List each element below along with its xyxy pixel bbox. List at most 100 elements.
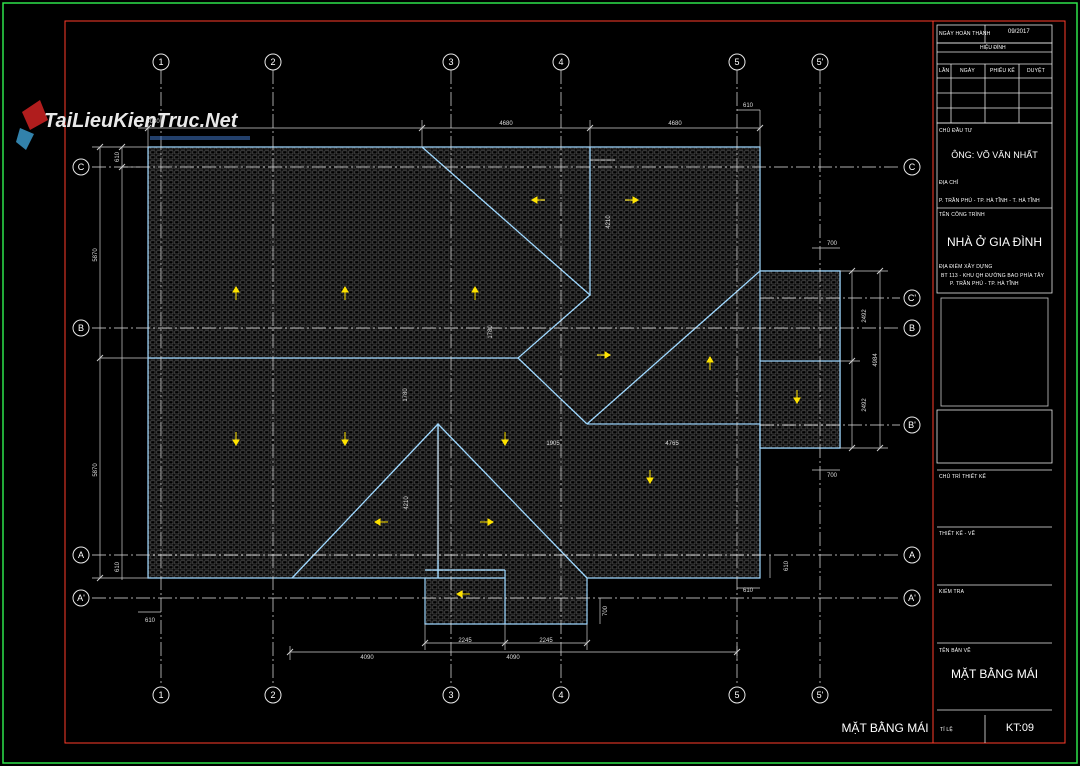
- dim-right-4984: 4984: [873, 353, 879, 367]
- dim-top-610: 610: [743, 103, 754, 109]
- dim-left-5870a: 5870: [93, 248, 99, 262]
- dim-in-4765: 4765: [665, 441, 679, 447]
- grid-label-row-A: A: [78, 550, 84, 560]
- site-label: ĐỊA ĐIỂM XÂY DỰNG: [939, 264, 993, 270]
- revision-col-lan: LẦN: [939, 68, 950, 74]
- sheet-name: MẶT BẰNG MÁI: [950, 667, 1039, 681]
- grid-label-col-5-bottom: 5: [734, 690, 739, 700]
- grid-label-col-3-bottom: 3: [448, 690, 453, 700]
- sheet-name-label: TÊN BẢN VẼ: [939, 648, 971, 654]
- slope-arrows: [232, 196, 801, 598]
- slope-arrow: [646, 470, 654, 484]
- grid-label-row-Cp-right: C': [908, 293, 916, 303]
- address-text: P. TRẦN PHÚ - TP. HÀ TĨNH - T. HÀ TĨNH: [939, 198, 1040, 204]
- slope-arrow: [471, 286, 479, 300]
- owner-name: ÔNG: VÕ VĂN NHẤT: [951, 150, 1038, 160]
- slope-arrow: [501, 432, 509, 446]
- grid-labels: 1 2 3 4 5 5' 1 2 3 4 5 5' C B A A' C C' …: [77, 57, 916, 700]
- revision-col-phieu: PHIẾU KẾ: [990, 68, 1015, 74]
- title-block: [936, 24, 1053, 743]
- completion-date: 09/2017: [1008, 29, 1030, 35]
- slope-arrow: [456, 590, 470, 598]
- project-label: TÊN CÔNG TRÌNH: [939, 212, 985, 218]
- grid-label-col-4-bottom: 4: [558, 690, 563, 700]
- grid-label-col-2-bottom: 2: [270, 690, 275, 700]
- dim-right-2492b: 2492: [862, 398, 868, 412]
- grid-label-col-2: 2: [270, 57, 275, 67]
- slope-arrow: [597, 351, 611, 359]
- grid-label-col-5p: 5': [817, 57, 824, 67]
- grid-bubbles: [72, 53, 921, 704]
- chief-designer-label: CHỦ TRÌ THIẾT KẾ: [939, 474, 987, 480]
- dim-right-2492a: 2492: [862, 309, 868, 323]
- dimension-texts: 4080 4680 4680 610 610 5870 5870 610 700…: [93, 103, 879, 661]
- slope-arrow: [531, 196, 545, 204]
- dim-in-4210b: 4210: [404, 496, 410, 510]
- dim-top-4680b: 4680: [668, 121, 682, 127]
- dim-bot-610: 610: [145, 618, 156, 624]
- sheet-number: KT:09: [1005, 722, 1035, 734]
- dim-top-4080: 4080: [146, 119, 160, 125]
- dim-left-610b: 610: [115, 561, 121, 572]
- slope-arrow: [341, 432, 349, 446]
- grid-label-row-Ap: A': [77, 593, 85, 603]
- owner-label: CHỦ ĐẦU TƯ: [939, 128, 973, 134]
- roof-right-wing: [759, 270, 841, 449]
- dim-in-1780a: 1780: [488, 325, 494, 339]
- dimension-ticks: [96, 124, 884, 656]
- watermark-logo: TaiLieuKienTruc.Net: [16, 100, 250, 150]
- dim-right-610: 610: [784, 560, 790, 571]
- grid-label-col-4: 4: [558, 57, 563, 67]
- project-name: NHÀ Ở GIA ĐÌNH: [947, 235, 1042, 249]
- watermark-text: TaiLieuKienTruc.Net: [44, 110, 239, 132]
- roof-plan: [147, 146, 841, 625]
- dim-right-700a: 700: [827, 241, 838, 247]
- grid-label-col-1-bottom: 1: [158, 690, 163, 700]
- slope-arrow: [793, 390, 801, 404]
- dim-right-610b: 610: [743, 588, 754, 594]
- checker-label: KIỂM TRA: [939, 589, 965, 595]
- dim-top-4680a: 4680: [499, 121, 513, 127]
- slope-arrow: [232, 432, 240, 446]
- dim-in-4210a: 4210: [606, 215, 612, 229]
- grid-label-row-C: C: [78, 162, 85, 172]
- dim-in-1780b: 1780: [403, 388, 409, 402]
- site-line2: P. TRẦN PHÚ - TP. HÀ TĨNH: [950, 281, 1019, 287]
- grid-label-col-3: 3: [448, 57, 453, 67]
- drawing-title: MẶT BẰNG MÁI: [841, 720, 928, 735]
- grid-label-col-5: 5: [734, 57, 739, 67]
- grid-label-row-Bp-right: B': [908, 420, 916, 430]
- revision-header: HIỆU ĐÍNH: [980, 45, 1006, 51]
- grid-label-row-C-right: C: [909, 162, 916, 172]
- grid-label-row-Ap-right: A': [908, 593, 916, 603]
- dim-left-5870b: 5870: [93, 463, 99, 477]
- slope-arrow: [625, 196, 639, 204]
- drawing-frame-red: [64, 20, 1066, 744]
- slope-arrow: [480, 518, 494, 526]
- grid-label-col-1: 1: [158, 57, 163, 67]
- site-line1: BT 113 - KHU QH ĐƯỜNG BAO PHÍA TÂY: [941, 273, 1045, 279]
- grid-label-row-B-right: B: [909, 323, 915, 333]
- revision-col-duyet: DUYỆT: [1027, 68, 1045, 74]
- designer-label: THIẾT KẾ - VẼ: [939, 531, 976, 537]
- dim-bot-4090a: 4090: [360, 655, 374, 661]
- dim-bot-4090b: 4090: [506, 655, 520, 661]
- grid-lines: [92, 70, 900, 684]
- dim-left-610: 610: [115, 151, 121, 162]
- revision-col-ngay: NGÀY: [960, 68, 975, 74]
- completion-label: NGÀY HOÀN THÀNH: [939, 31, 991, 37]
- dim-right-700b: 700: [827, 473, 838, 479]
- slope-arrow: [232, 286, 240, 300]
- dim-bot-2245a: 2245: [458, 638, 472, 644]
- grid-label-col-5p-bottom: 5': [817, 690, 824, 700]
- dim-bot-2245b: 2245: [539, 638, 553, 644]
- dim-bot-700: 700: [603, 605, 609, 616]
- slope-arrow: [374, 518, 388, 526]
- slope-arrow: [341, 286, 349, 300]
- slope-arrow: [706, 356, 714, 370]
- grid-label-row-A-right: A: [909, 550, 915, 560]
- grid-label-row-B: B: [78, 323, 84, 333]
- address-label: ĐỊA CHỈ: [939, 180, 959, 186]
